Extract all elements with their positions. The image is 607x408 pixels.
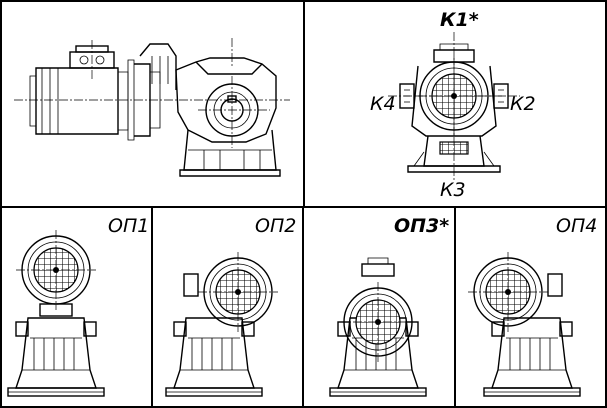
- cell-op4: [454, 206, 607, 408]
- label-k1: К1*: [440, 9, 479, 31]
- label-k3: К3: [440, 179, 466, 201]
- label-op1: ОП1: [108, 215, 149, 237]
- label-op3: ОП3*: [394, 215, 449, 237]
- cell-motor-side: [0, 0, 305, 208]
- mounting-position-op4: ОП4: [454, 206, 607, 408]
- label-op4: ОП4: [556, 215, 597, 237]
- mounting-position-op3: ОП3*: [302, 206, 456, 408]
- mounting-position-op1: ОП1: [0, 206, 153, 408]
- label-k4: К4: [370, 93, 396, 115]
- cell-op1: [0, 206, 153, 408]
- mounting-position-op2: ОП2: [151, 206, 304, 408]
- label-k2: К2: [510, 93, 536, 115]
- cell-op2: [151, 206, 304, 408]
- view-terminal-box-positions: К1* К2 К3 К4: [303, 0, 607, 208]
- label-op2: ОП2: [255, 215, 296, 237]
- view-motor-side: [0, 0, 305, 208]
